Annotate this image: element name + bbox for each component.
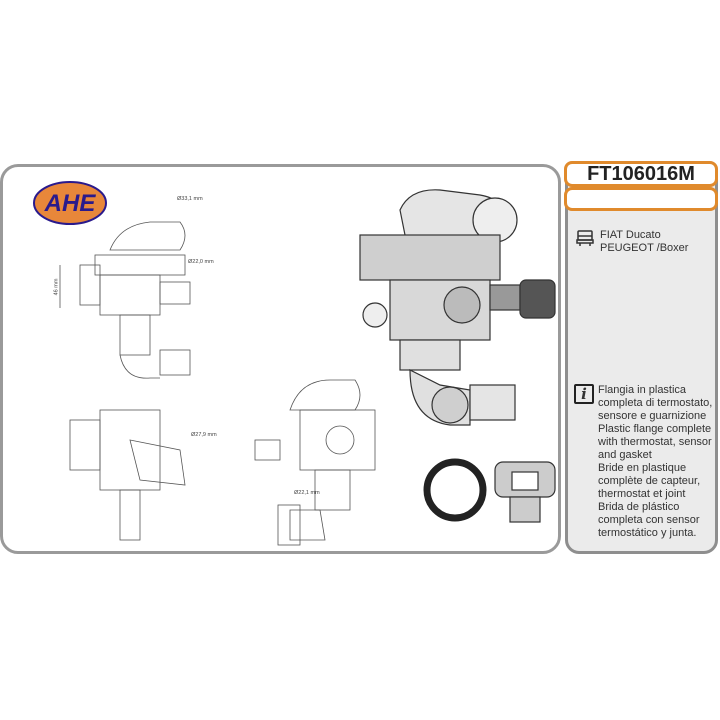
description: i Flangia in plastica completa di termos… (574, 384, 716, 540)
info-panel (565, 164, 718, 554)
dim-label: Ø22,0 mm (188, 259, 214, 265)
description-es: Brida de plástico completa con sensor te… (598, 501, 700, 539)
vehicle-list: FIAT Ducato PEUGEOT /Boxer (576, 229, 688, 255)
sensor-connector (494, 461, 556, 523)
description-fr: Bride en plastique complète de capteur, … (598, 462, 701, 500)
ahe-logo: AHE (33, 181, 107, 225)
info-icon: i (574, 384, 594, 404)
product-subtitle (564, 187, 718, 211)
dim-label: Ø27,9 mm (191, 432, 217, 438)
product-code: FT106016M (564, 161, 718, 187)
description-it: Flangia in plastica completa di termosta… (598, 384, 713, 422)
dim-label: Ø22,1 mm (294, 490, 320, 496)
gasket-ring (423, 458, 487, 522)
dim-label: Ø33,1 mm (177, 196, 203, 202)
description-en: Plastic flange complete with thermostat,… (598, 423, 712, 461)
truck-icon (576, 230, 594, 246)
svg-text:AHE: AHE (44, 190, 97, 217)
drawing-bottom-view (69, 409, 186, 541)
drawing-rear-view (254, 379, 376, 546)
vehicle-item: FIAT Ducato (600, 229, 661, 241)
product-render (359, 189, 556, 426)
dim-label: 46 mm (53, 278, 60, 296)
vehicle-item: PEUGEOT /Boxer (600, 242, 689, 254)
drawing-side-view (59, 221, 191, 379)
